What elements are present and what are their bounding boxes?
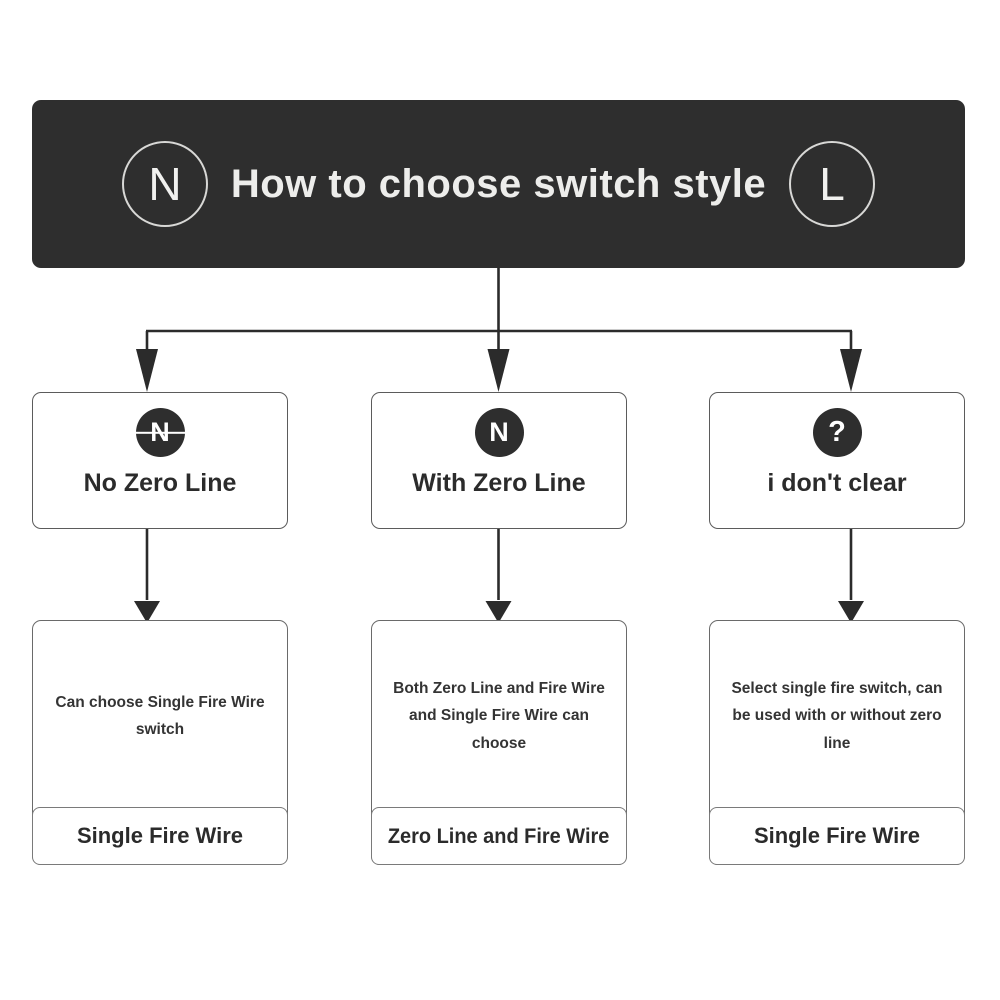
n-struck-through-icon: N: [131, 407, 189, 458]
result-box-no-zero-line[interactable]: Can choose Single Fire Wire switch Singl…: [32, 620, 288, 865]
option-box-with-zero-line[interactable]: N With Zero Line: [371, 392, 627, 529]
option-box-no-zero-line[interactable]: N No Zero Line: [32, 392, 288, 529]
result-body: Select single fire switch, can be used w…: [710, 621, 964, 811]
result-body-text: Can choose Single Fire Wire switch: [55, 693, 265, 738]
result-box-i-dont-clear[interactable]: Select single fire switch, can be used w…: [709, 620, 965, 865]
result-footer[interactable]: Single Fire Wire: [709, 807, 965, 865]
result-box-with-zero-line[interactable]: Both Zero Line and Fire Wire and Single …: [371, 620, 627, 865]
page-title: How to choose switch style: [230, 161, 767, 206]
arrowhead-option-left: [136, 349, 158, 392]
header-content: N How to choose switch style L: [32, 141, 965, 227]
option-label: With Zero Line: [412, 469, 586, 497]
result-footer-text: Zero Line and Fire Wire: [388, 824, 610, 848]
option-box-i-dont-clear[interactable]: ? i don't clear: [709, 392, 965, 529]
option-label: i don't clear: [767, 469, 907, 497]
result-body: Both Zero Line and Fire Wire and Single …: [372, 621, 626, 811]
circled-letter-n-icon: N: [122, 141, 208, 227]
question-mark-icon: ?: [809, 407, 865, 458]
result-body-text: Both Zero Line and Fire Wire and Single …: [393, 680, 605, 752]
strike-through-line: [131, 431, 189, 434]
arrowhead-option-center: [487, 349, 510, 392]
result-footer-text: Single Fire Wire: [753, 823, 921, 848]
letter-n-icon: N: [471, 407, 527, 458]
result-footer-text: Single Fire Wire: [76, 823, 244, 848]
header-bar: N How to choose switch style L: [32, 100, 965, 268]
result-body-text: Select single fire switch, can be used w…: [731, 680, 943, 752]
result-footer[interactable]: Single Fire Wire: [32, 807, 288, 865]
arrowhead-option-right: [840, 349, 862, 392]
result-footer[interactable]: Zero Line and Fire Wire: [371, 807, 627, 865]
circled-letter-l-icon: L: [789, 141, 875, 227]
option-label: No Zero Line: [83, 469, 237, 497]
result-body: Can choose Single Fire Wire switch: [33, 621, 287, 811]
